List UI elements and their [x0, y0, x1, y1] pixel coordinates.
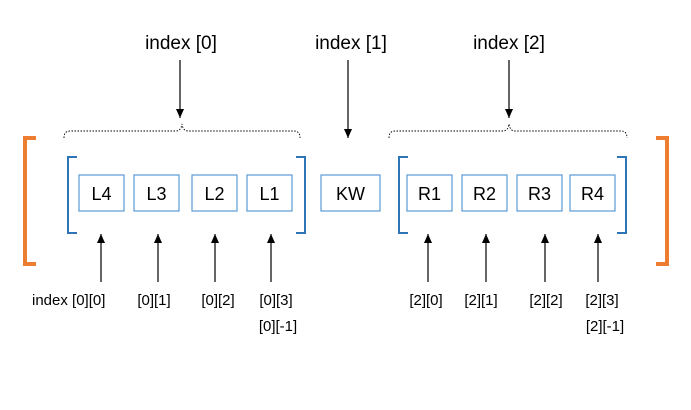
- box-label-l3: L3: [146, 184, 166, 204]
- box-label-l1: L1: [259, 184, 279, 204]
- index-label-2-neg1: [2][-1]: [586, 318, 624, 335]
- index-label-2-1: [2][1]: [464, 292, 497, 309]
- index-label-2-2: [2][2]: [529, 292, 562, 309]
- brace-left-group: [63, 123, 301, 139]
- box-r1: [406, 174, 453, 212]
- outer-bracket-right: [656, 136, 669, 266]
- box-l2: [191, 174, 238, 212]
- index-label-0-neg1: [0][-1]: [259, 318, 297, 335]
- inner-bracket-left-close: [296, 156, 306, 234]
- box-label-l4: L4: [91, 184, 111, 204]
- box-label-r4: R4: [581, 184, 604, 204]
- brace-right-group: [388, 123, 628, 139]
- inner-bracket-left-open: [67, 156, 77, 234]
- index-label-2-3: [2][3]: [585, 292, 618, 309]
- box-r3: [516, 174, 563, 212]
- index-label-0-3: [0][3]: [259, 292, 292, 309]
- index-label-0-2: [0][2]: [201, 292, 234, 309]
- inner-bracket-right-close: [617, 156, 627, 234]
- box-label-r2: R2: [473, 184, 496, 204]
- top-label-index-2: index [2]: [473, 33, 545, 54]
- outer-bracket-left: [23, 136, 36, 266]
- box-l4: [78, 174, 125, 212]
- index-label-0-0: index [0][0]: [32, 292, 105, 309]
- index-label-2-0: [2][0]: [409, 292, 442, 309]
- box-label-r1: R1: [418, 184, 441, 204]
- box-label-r3: R3: [528, 184, 551, 204]
- box-label-kw: KW: [336, 184, 365, 204]
- box-r4: [569, 174, 616, 212]
- top-label-index-1: index [1]: [315, 33, 387, 54]
- inner-bracket-right-open: [398, 156, 408, 234]
- top-label-index-0: index [0]: [145, 33, 217, 54]
- box-l3: [133, 174, 180, 212]
- box-label-l2: L2: [204, 184, 224, 204]
- box-kw: [320, 174, 381, 212]
- box-r2: [461, 174, 508, 212]
- index-label-0-1: [0][1]: [137, 292, 170, 309]
- box-l1: [246, 174, 293, 212]
